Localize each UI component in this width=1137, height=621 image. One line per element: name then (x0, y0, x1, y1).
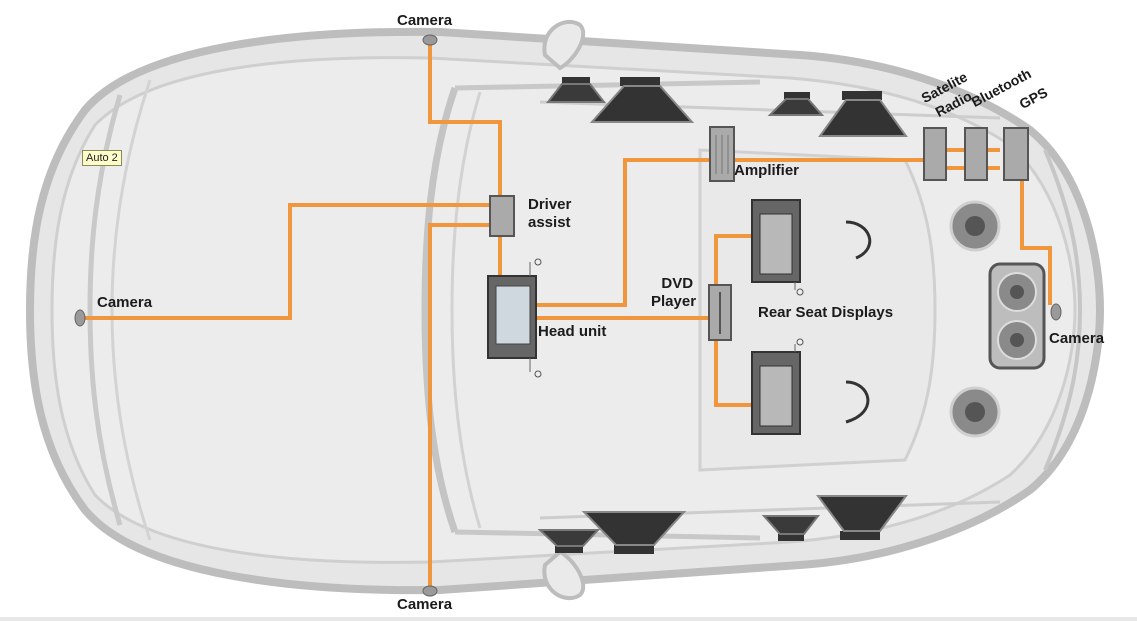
camera-top-label: Camera (397, 12, 453, 29)
dvd-player-label: DVD Player (651, 275, 696, 311)
amplifier-device (709, 126, 735, 182)
gps-device (1003, 127, 1029, 181)
amplifier-label: Amplifier (734, 162, 800, 179)
bottom-edge (0, 617, 1137, 621)
camera-front-label: Camera (97, 294, 153, 311)
rear-seat-display-device (751, 199, 804, 435)
dvd-player-line-2: Player (651, 293, 697, 310)
driver-assist-line-2: assist (528, 214, 571, 231)
bluetooth-device (964, 127, 988, 181)
subwoofer-icon (949, 200, 1046, 438)
speaker-icon (537, 495, 908, 554)
headrest-icon (845, 220, 872, 424)
camera-icon (74, 34, 1062, 597)
auto-tag: Auto 2 (82, 150, 122, 166)
head-unit-device (487, 258, 542, 378)
dvd-player-line-1: DVD (661, 275, 694, 292)
speaker-icon (545, 77, 908, 137)
driver-assist-line-1: Driver (528, 196, 572, 213)
head-unit-label: Head unit (538, 323, 607, 340)
camera-bottom-label: Camera (397, 596, 453, 613)
satellite-radio-device (923, 127, 947, 181)
dvd-player-device (708, 284, 732, 341)
wiring (82, 42, 1052, 590)
driver-assist-module (489, 195, 515, 237)
rear-seat-displays-label: Rear Seat Displays (758, 304, 894, 321)
camera-rear-label: Camera (1049, 330, 1105, 347)
driver-assist-label: Driver assist (528, 196, 571, 232)
